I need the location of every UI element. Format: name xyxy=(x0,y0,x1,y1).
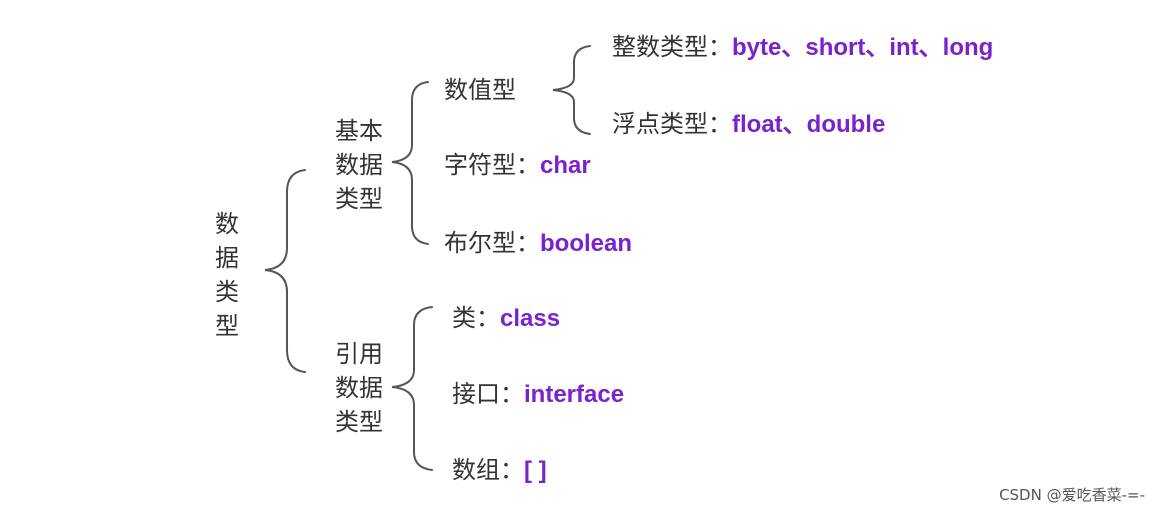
char-value: char xyxy=(540,152,591,179)
interface-value: interface xyxy=(524,381,625,408)
interface-label: 接口： xyxy=(452,380,524,408)
primitive-label-line: 类型 xyxy=(335,185,383,213)
root-char: 据 xyxy=(215,244,239,272)
boolean-value: boolean xyxy=(540,230,633,257)
watermark: CSDN @爱吃香菜-=- xyxy=(999,486,1145,504)
reference-label-line: 类型 xyxy=(335,408,383,436)
numeric-bracket xyxy=(552,45,591,135)
root-bracket xyxy=(264,169,306,373)
root-label: 数 据 类 型 xyxy=(213,207,241,343)
char-label: 字符型： xyxy=(444,151,540,179)
primitive-label-line: 数据 xyxy=(335,151,383,179)
primitive-label-line: 基本 xyxy=(335,117,383,145)
class-row: 类：class xyxy=(452,306,560,331)
array-label: 数组： xyxy=(452,456,524,484)
boolean-label: 布尔型： xyxy=(444,229,540,257)
root-char: 数 xyxy=(215,210,239,238)
array-value: [ ] xyxy=(524,457,547,484)
class-label: 类： xyxy=(452,304,500,332)
boolean-row: 布尔型：boolean xyxy=(444,231,632,256)
integer-label: 整数类型： xyxy=(612,33,732,61)
float-row: 浮点类型：float、double xyxy=(612,112,885,137)
reference-label-line: 引用 xyxy=(335,340,383,368)
primitive-label: 基本 数据 类型 xyxy=(332,114,386,216)
numeric-label: 数值型 xyxy=(444,76,516,104)
root-char: 类 xyxy=(215,278,239,306)
primitive-bracket xyxy=(391,81,429,245)
array-row: 数组：[ ] xyxy=(452,458,547,483)
reference-label-line: 数据 xyxy=(335,374,383,402)
interface-row: 接口：interface xyxy=(452,382,624,407)
float-label: 浮点类型： xyxy=(612,110,732,138)
integer-value: byte、short、int、long xyxy=(732,34,994,61)
integer-row: 整数类型：byte、short、int、long xyxy=(612,35,993,60)
root-char: 型 xyxy=(215,312,239,340)
reference-bracket xyxy=(391,306,433,471)
reference-label: 引用 数据 类型 xyxy=(332,337,386,439)
class-value: class xyxy=(500,305,561,332)
float-value: float、double xyxy=(732,111,886,138)
char-row: 字符型：char xyxy=(444,153,591,178)
